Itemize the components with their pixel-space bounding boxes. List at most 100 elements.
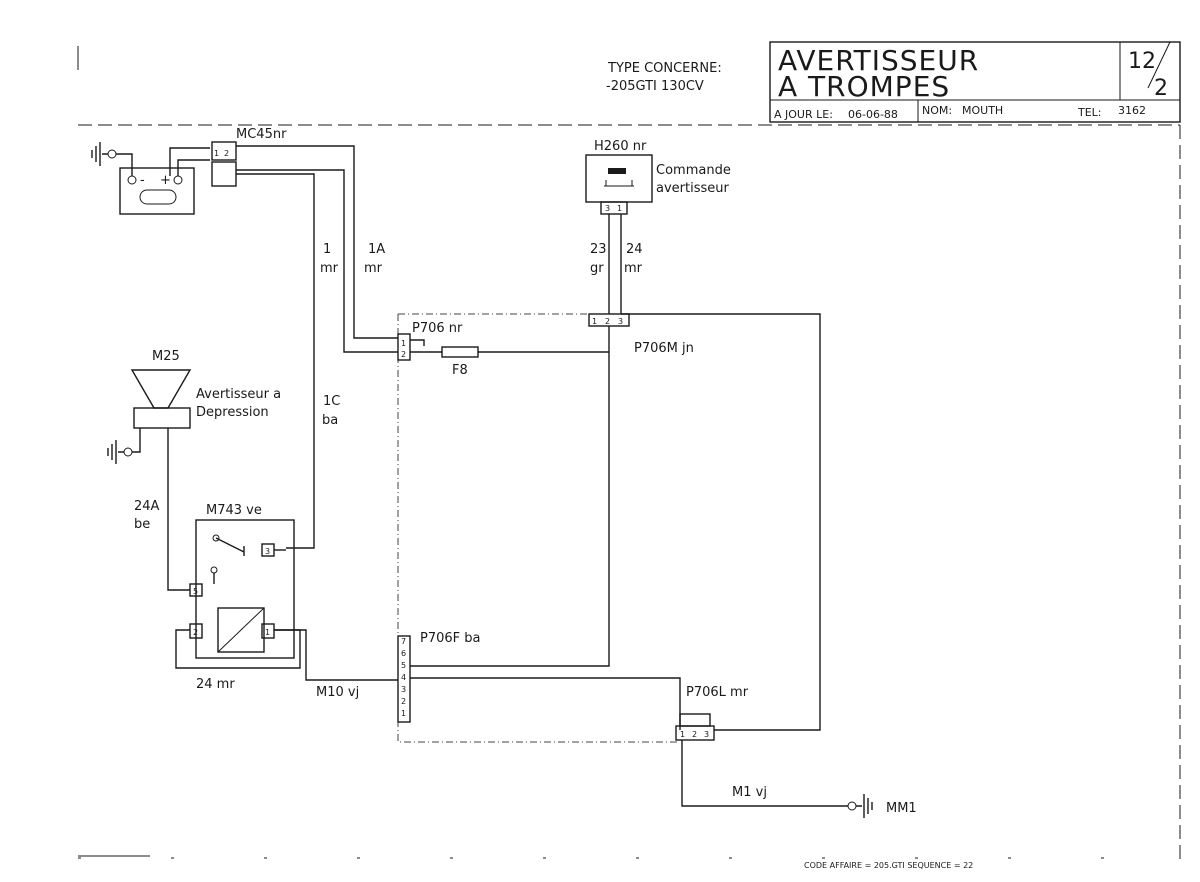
wire-24-color: mr: [624, 261, 643, 276]
p706m-pin-3: 3: [618, 317, 623, 326]
p706l-pin-1: 1: [680, 730, 685, 739]
wire-24-return: [410, 326, 610, 667]
m25-label: M25: [152, 349, 180, 364]
relay-pin-5-box: [189, 583, 203, 597]
p706l-pin-2: 2: [692, 730, 697, 739]
wire-p706-jumper: [410, 339, 425, 346]
wire-24mr-label: 24 mr: [196, 677, 235, 692]
wire-m1: [681, 740, 848, 807]
m25-desc-2: Depression: [196, 405, 269, 420]
p706f-pin-2: 2: [401, 697, 406, 706]
footer-code: CODE AFFAIRE = 205.GTI SEQUENCE = 22: [804, 861, 973, 870]
relay-contact: [210, 566, 218, 574]
p706m-label: P706M jn: [634, 341, 694, 356]
p706-label: P706 nr: [412, 321, 463, 336]
wire-m10-to-p706l: [410, 677, 681, 730]
relay-frame: [195, 519, 295, 659]
wire-23-color: gr: [590, 261, 604, 276]
p706f-connector: 1 2 3 4 5 6 7: [397, 635, 411, 723]
wire-1c-number: 1C: [323, 394, 340, 409]
h260-connector: [600, 201, 628, 215]
relay-pin-2: 2: [193, 628, 198, 637]
wire-m1-label: M1 vj: [732, 785, 767, 800]
diagram-title-line1: AVERTISSEUR: [778, 44, 979, 77]
battery: - +: [119, 167, 195, 215]
p706f-pin-3: 3: [401, 685, 406, 694]
wire-1-color: mr: [320, 261, 339, 276]
p706f-pin-7: 7: [401, 637, 406, 646]
m743-label: M743 ve: [206, 503, 262, 518]
wire-24-number: 24: [626, 242, 643, 257]
p706l-label: P706L mr: [686, 685, 749, 700]
battery-plus: +: [160, 173, 171, 188]
battery-ground-wire: [116, 153, 133, 176]
battery-minus: -: [140, 173, 145, 188]
type-concerne-value: -205GTI 130CV: [606, 79, 704, 94]
h260-body: [585, 154, 653, 203]
p706f-pin-5: 5: [401, 661, 406, 670]
h260-desc-2: avertisseur: [656, 181, 729, 196]
battery-terminal-plus: [173, 175, 183, 185]
wire-m10-label: M10 vj: [316, 685, 359, 700]
horn-ground-icon: [107, 440, 133, 464]
m25-horn: [130, 369, 192, 429]
name-label: NOM:: [922, 104, 952, 117]
battery-plus-wire-2: [169, 147, 210, 176]
p706-pin-2: 2: [401, 350, 406, 359]
wire-1-number: 1: [323, 242, 331, 257]
p706f-pin-6: 6: [401, 649, 406, 658]
battery-terminal-minus: [127, 175, 137, 185]
battery-cap: [139, 189, 177, 205]
title-block: TYPE CONCERNE: -205GTI 130CV AVERTISSEUR…: [606, 41, 1181, 123]
h260-label: H260 nr: [594, 139, 647, 154]
date-value: 06-06-88: [848, 108, 898, 121]
type-concerne-label: TYPE CONCERNE:: [607, 61, 722, 76]
horn-body: [133, 407, 191, 429]
relay-coil-diagonal: [217, 607, 265, 653]
h260-pin-1: 1: [617, 204, 622, 213]
p706m-pin-1: 1: [592, 317, 597, 326]
horn-ground-wire: [132, 428, 141, 453]
p706l-connector: 1 2 3: [675, 713, 715, 741]
relay-pivot: [212, 534, 220, 542]
wire-1c-color: ba: [322, 413, 338, 428]
relay-pin-3: 3: [265, 547, 270, 556]
page-sub-number: 2: [1154, 76, 1168, 101]
relay-switch-arm: [215, 537, 245, 556]
p706f-pin-4: 4: [401, 673, 406, 682]
battery-plus-wire: [177, 159, 210, 176]
relay-pin-1-box: [261, 623, 275, 639]
battery-body: [119, 167, 195, 215]
mc45-label: MC45nr: [236, 127, 287, 142]
p706l-pin-3: 3: [704, 730, 709, 739]
tel-label: TEL:: [1077, 106, 1102, 119]
h260-contacts: [604, 180, 634, 187]
relay-pin-1: 1: [265, 628, 270, 637]
tel-value: 3162: [1118, 104, 1146, 117]
wire-1a-number: 1A: [368, 242, 385, 257]
relay-pin-5: 5: [193, 587, 198, 596]
wire-24a-color: be: [134, 517, 150, 532]
relay-pin-2-box: [189, 623, 203, 639]
wire-1a: [236, 145, 398, 339]
fuse-f8: [441, 346, 479, 358]
wire-m10: [274, 629, 398, 681]
wire-1: [236, 169, 398, 353]
wire-23-number: 23: [590, 242, 607, 257]
ground-icon: [91, 142, 117, 166]
h260-desc-1: Commande: [656, 163, 731, 178]
p706-pin-1: 1: [401, 339, 406, 348]
date-label: A JOUR LE:: [774, 108, 833, 121]
p706f-pin-1: 1: [401, 709, 406, 718]
wire-24a: [167, 428, 190, 591]
title-frame: [769, 41, 1181, 123]
mm1-label: MM1: [886, 801, 917, 816]
wire-1a-color: mr: [364, 261, 383, 276]
p706f-label: P706F ba: [420, 631, 480, 646]
mm1-ground-icon: [847, 794, 873, 818]
p706m-connector: 1 2 3: [588, 313, 630, 327]
page-number: 12: [1128, 49, 1156, 74]
fuse-label: F8: [452, 363, 468, 378]
mc45-connector: 1 2: [211, 141, 237, 187]
